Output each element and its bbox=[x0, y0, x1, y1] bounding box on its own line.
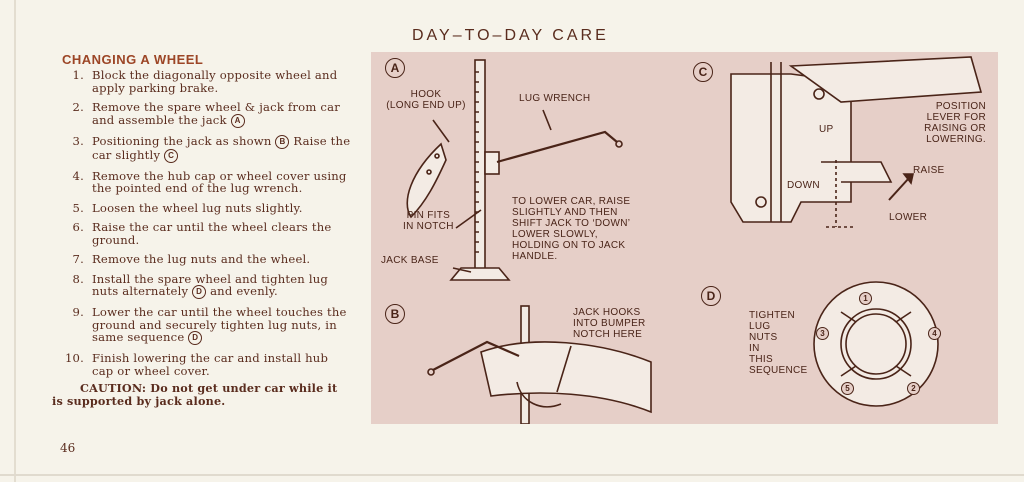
step-item: 9. Lower the car until the wheel touches … bbox=[52, 306, 352, 345]
page-title: DAY–TO–DAY CARE bbox=[412, 27, 609, 44]
step-number: 8. bbox=[72, 271, 84, 286]
step-number: 10. bbox=[64, 351, 84, 365]
label-tighten-sequence: TIGHTEN LUG NUTS IN THIS SEQUENCE bbox=[749, 310, 808, 376]
label-lug-wrench: LUG WRENCH bbox=[519, 93, 591, 104]
step-number: 5. bbox=[72, 200, 84, 215]
step-item: 2. Remove the spare wheel & jack from car… bbox=[52, 101, 352, 128]
marker-b: B bbox=[385, 304, 405, 324]
label-raise: RAISE bbox=[913, 165, 945, 176]
hook-drawing bbox=[406, 142, 447, 219]
step-number: 9. bbox=[72, 305, 84, 319]
section-title: CHANGING A WHEEL bbox=[62, 52, 204, 67]
step-text: Remove the lug nuts and the wheel. bbox=[92, 252, 311, 266]
caution-text: CAUTION: Do not get under car while it i… bbox=[52, 381, 338, 408]
label-up: UP bbox=[819, 124, 834, 135]
step-ref: B bbox=[275, 134, 290, 149]
step-text: Positioning the jack as shown bbox=[92, 133, 272, 148]
step-text: Remove the spare wheel & jack from car a… bbox=[92, 100, 340, 127]
steps-list: 1. Block the diagonally opposite wheel an… bbox=[52, 69, 352, 377]
step-text: Raise the car until the wheel clears the… bbox=[92, 220, 332, 247]
step-number: 2. bbox=[72, 100, 84, 114]
label-pin-fits: PIN FITS IN NOTCH bbox=[403, 210, 454, 232]
step-text: Install the spare wheel and tighten lug … bbox=[92, 271, 329, 298]
label-lower: LOWER bbox=[889, 212, 928, 223]
lug-wrench-drawing bbox=[496, 130, 618, 164]
step-item: 7. Remove the lug nuts and the wheel. bbox=[52, 253, 352, 266]
illustration-panel: A B C D HOOK (LONG END UP) LUG WRENCH PI… bbox=[371, 52, 998, 424]
step-text: and evenly. bbox=[210, 284, 278, 298]
marker-c: C bbox=[693, 62, 713, 82]
page-edge bbox=[14, 0, 16, 482]
label-jack-hooks: JACK HOOKS INTO BUMPER NOTCH HERE bbox=[573, 307, 646, 340]
lug-nut-2: 2 bbox=[907, 382, 920, 395]
step-number: 3. bbox=[72, 133, 84, 148]
step-text: Finish lowering the car and install hub … bbox=[92, 351, 329, 378]
step-item: 8. Install the spare wheel and tighten lu… bbox=[52, 271, 352, 299]
step-item: 3. Positioning the jack as shown B Raise … bbox=[52, 133, 352, 163]
label-hook: HOOK (LONG END UP) bbox=[386, 89, 466, 111]
step-text: Raise the car slightly bbox=[92, 133, 351, 162]
step-item: 1. Block the diagonally opposite wheel an… bbox=[52, 69, 352, 94]
marker-a: A bbox=[385, 58, 405, 78]
marker-d: D bbox=[701, 286, 721, 306]
step-ref: D bbox=[188, 331, 203, 345]
step-number: 1. bbox=[72, 68, 84, 82]
page-number: 46 bbox=[60, 441, 76, 455]
step-text: Lower the car until the wheel touches th… bbox=[92, 305, 347, 344]
step-ref: A bbox=[230, 113, 245, 128]
step-number: 7. bbox=[72, 252, 84, 266]
step-text: Loosen the wheel lug nuts slightly. bbox=[92, 200, 303, 215]
jack-bumper-drawing bbox=[427, 305, 652, 424]
step-item: 6. Raise the car until the wheel clears t… bbox=[52, 221, 352, 246]
step-ref: D bbox=[192, 285, 207, 299]
wheel-hub-drawing bbox=[813, 281, 939, 407]
page-bottom-rule bbox=[0, 474, 1024, 476]
label-position-lever: POSITION LEVER FOR RAISING OR LOWERING. bbox=[924, 101, 986, 145]
label-jack-base: JACK BASE bbox=[381, 255, 439, 266]
step-text: Block the diagonally opposite wheel and … bbox=[92, 68, 338, 95]
illustration-drawings bbox=[406, 56, 983, 424]
step-item: 4. Remove the hub cap or wheel cover usin… bbox=[52, 168, 352, 195]
instructions-column: CHANGING A WHEEL 1. Block the diagonally … bbox=[52, 52, 352, 408]
label-down: DOWN bbox=[787, 180, 820, 191]
step-item: 5. Loosen the wheel lug nuts slightly. bbox=[52, 200, 352, 215]
step-number: 4. bbox=[72, 168, 84, 183]
step-item: 10. Finish lowering the car and install h… bbox=[52, 352, 352, 377]
step-number: 6. bbox=[72, 220, 84, 234]
label-to-lower: TO LOWER CAR, RAISE SLIGHTLY AND THEN SH… bbox=[512, 196, 631, 262]
lug-nut-4: 4 bbox=[928, 327, 941, 340]
lever-bracket-drawing bbox=[730, 56, 983, 228]
step-text: Remove the hub cap or wheel cover using … bbox=[92, 168, 347, 195]
lug-nut-1: 1 bbox=[859, 292, 872, 305]
lug-nut-5: 5 bbox=[841, 382, 854, 395]
lug-nut-3: 3 bbox=[816, 327, 829, 340]
step-ref: C bbox=[164, 148, 179, 163]
